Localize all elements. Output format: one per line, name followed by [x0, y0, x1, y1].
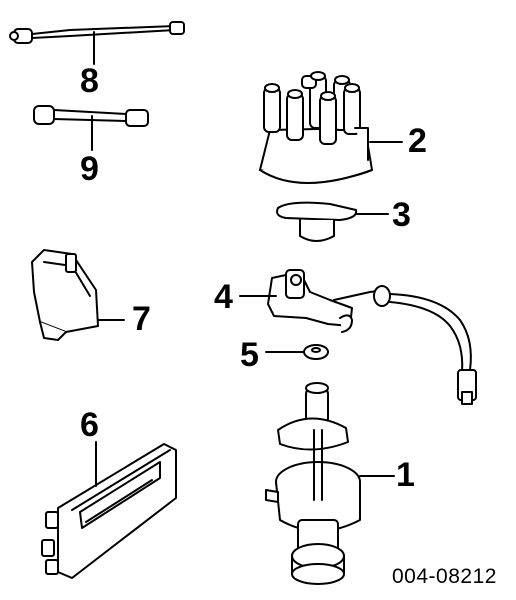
callout-7: 7 — [132, 300, 151, 338]
callout-6: 6 — [80, 406, 99, 444]
spark-plug-wire-short — [33, 105, 149, 151]
control-module — [41, 441, 177, 579]
distributor-rotor — [276, 201, 389, 242]
callout-5: 5 — [240, 336, 259, 374]
callout-4: 4 — [214, 278, 233, 316]
callout-1: 1 — [396, 456, 415, 494]
distributor-housing — [265, 382, 395, 585]
distributor-cap — [259, 71, 403, 184]
callout-3: 3 — [392, 196, 411, 234]
callout-9: 9 — [80, 150, 99, 188]
callout-2: 2 — [408, 122, 427, 160]
reference-number: 004-08212 — [392, 565, 497, 588]
ignition-coil — [31, 249, 125, 341]
callout-8: 8 — [80, 62, 99, 100]
pickup-assembly — [239, 269, 477, 405]
washer — [265, 344, 329, 360]
spark-plug-wire-long — [9, 21, 185, 65]
